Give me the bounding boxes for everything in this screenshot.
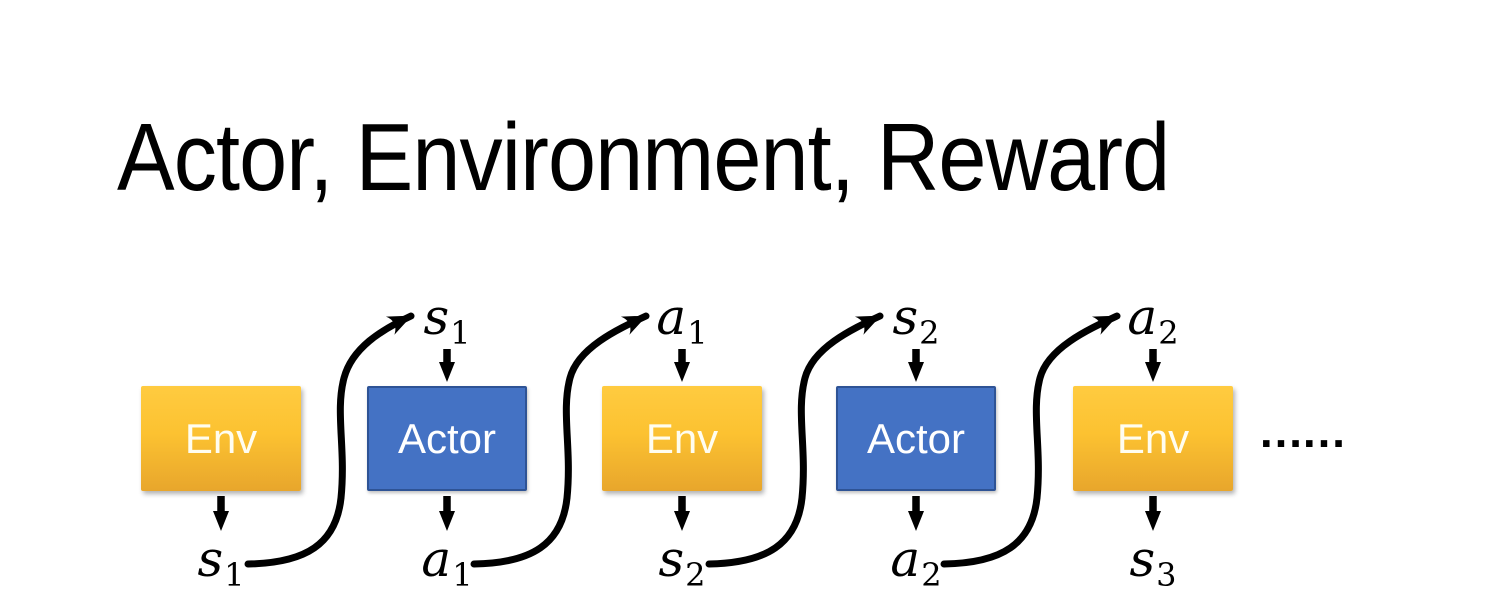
curve-arrow-a2-to-env3 — [940, 312, 1121, 568]
bottom-label-a1-subscript: 1 — [452, 556, 473, 594]
bottom-label-a1-base: a — [421, 530, 452, 588]
env-box-2: Env — [602, 386, 762, 491]
env-box-2-label: Env — [645, 414, 719, 462]
top-label-a1-base: a — [656, 288, 687, 346]
bottom-label-a2-base: a — [890, 530, 921, 588]
top-label-a2: a2 — [1111, 292, 1195, 349]
top-label-s1-subscript: 1 — [450, 314, 471, 352]
env-box-1-label: Env — [184, 414, 258, 462]
bottom-label-s1-subscript: 1 — [224, 556, 245, 594]
continuation-ellipsis: …… — [1258, 405, 1347, 457]
bottom-label-s1: s1 — [179, 534, 263, 591]
bottom-label-s2-subscript: 2 — [685, 556, 706, 594]
bottom-label-s2: s2 — [640, 534, 724, 591]
curve-arrow-s1-to-actor1 — [244, 312, 415, 568]
top-label-s2-subscript: 2 — [919, 314, 940, 352]
env-box-3: Env — [1073, 386, 1233, 491]
top-label-s2-base: s — [892, 288, 919, 346]
actor-box-1-label: Actor — [397, 414, 497, 462]
top-label-s1-base: s — [423, 288, 450, 346]
bottom-label-s3: s3 — [1111, 534, 1195, 591]
bottom-label-s3-subscript: 3 — [1156, 556, 1177, 594]
bottom-label-s2-base: s — [658, 530, 685, 588]
slide-title: Actor, Environment, Reward — [117, 104, 1170, 211]
env-box-1: Env — [141, 386, 301, 491]
actor-box-2: Actor — [836, 386, 996, 491]
top-label-a2-base: a — [1127, 288, 1158, 346]
bottom-label-a2-subscript: 2 — [921, 556, 942, 594]
bottom-label-s1-base: s — [197, 530, 224, 588]
top-label-a1: a1 — [640, 292, 724, 349]
curve-arrow-s2-to-actor2 — [705, 312, 884, 568]
bottom-label-a2: a2 — [874, 534, 958, 591]
curve-arrow-a1-to-env2 — [470, 312, 650, 568]
top-label-s1: s1 — [405, 292, 489, 349]
bottom-label-s3-base: s — [1129, 530, 1156, 588]
top-label-a2-subscript: 2 — [1158, 314, 1179, 352]
bottom-label-a1: a1 — [405, 534, 489, 591]
top-label-a1-subscript: 1 — [687, 314, 708, 352]
env-box-3-label: Env — [1116, 414, 1190, 462]
top-label-s2: s2 — [874, 292, 958, 349]
actor-box-1: Actor — [367, 386, 527, 491]
actor-box-2-label: Actor — [866, 414, 966, 462]
